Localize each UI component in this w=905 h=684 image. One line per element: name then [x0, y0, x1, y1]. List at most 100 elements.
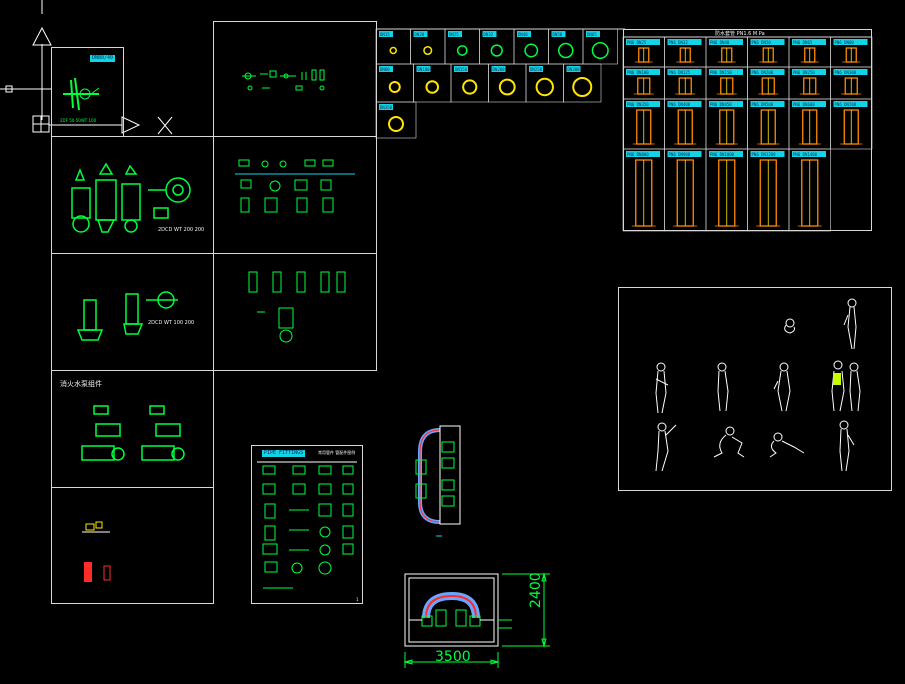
flange-tag-label: PN6 DN40: [710, 40, 730, 45]
catalog-footer: 1: [356, 597, 359, 602]
dn-tag-bg: [551, 31, 566, 37]
flange-tag-bg: [626, 69, 660, 75]
dimension-width: 3500: [435, 649, 471, 665]
flange-tag-label: PN6 DN250: [793, 70, 815, 75]
dn-tag-bg: [566, 66, 581, 72]
flange-tag-bg: [626, 39, 660, 45]
flange-tag-label: PN6 DN800: [627, 152, 649, 157]
flange-tag-bg: [750, 101, 785, 107]
dn-tag-label: DN65: [587, 32, 597, 37]
dn-tag-bg: [482, 31, 497, 37]
dn-tag-bg: [379, 104, 393, 110]
fire-pump-set-drawing: [81, 405, 185, 461]
dn-fitting-mark: [591, 41, 609, 60]
flange-tag-bg: [626, 101, 660, 107]
flange-tag-bg: [792, 69, 826, 75]
dn-fitting-mark: [490, 44, 503, 57]
flange-tag-bg: [833, 101, 868, 107]
dimension-height: 2400: [528, 572, 544, 608]
dn-fitting-mark: [388, 81, 401, 93]
flange-tag-bg: [709, 39, 743, 45]
flange-tag-bg: [750, 69, 785, 75]
flange-tag-label: PN6 DN125: [669, 70, 691, 75]
dn-tag-bg: [529, 66, 543, 72]
flange-tag-label: PN6 DN400: [669, 102, 691, 107]
dn-tag-label: DN250: [530, 67, 543, 72]
u-bend-pipe-drawing: [415, 425, 461, 537]
flange-tag-label: PN6 DN65: [793, 40, 813, 45]
dn-fitting-mark: [524, 43, 539, 58]
dn-tag-label: DN200: [493, 67, 506, 72]
dn-tag-bg: [448, 31, 462, 37]
dn-tag-bg: [413, 31, 428, 37]
dn-tag-label: DN32: [484, 32, 494, 37]
flange-tag-label: PN6 DN700: [835, 102, 857, 107]
dn-tag-label: DN300: [568, 67, 581, 72]
flange-tag-label: PN6 DN1400: [793, 152, 818, 157]
flange-tag-label: PN6 DN300: [835, 70, 857, 75]
valve-set-drawing-b: [235, 159, 355, 213]
flange-tag-label: PN6 DN1200: [752, 152, 777, 157]
dn-fitting-mark: [388, 116, 404, 132]
drawing-frame-f[interactable]: [51, 487, 214, 604]
dn-tag-label: DN80: [380, 67, 390, 72]
flange-tag-bg: [667, 151, 702, 157]
flange-tag-label: PN6 DN600: [793, 102, 815, 107]
catalog-items-drawing: [257, 461, 357, 589]
pump-panel-tag: DN80/40: [90, 55, 116, 62]
dn-tag-label: DN150: [455, 67, 468, 72]
flange-tag-label: PN6 DN200: [752, 70, 774, 75]
flange-tag-bg: [833, 69, 868, 75]
flange-tag-bg: [792, 101, 826, 107]
dn-fitting-mark: [423, 45, 433, 56]
dn-fitting-mark: [498, 78, 516, 96]
flange-tag-bg: [792, 39, 826, 45]
detail-symbols-drawing: [82, 521, 111, 582]
dn-tag-label: DN20: [415, 32, 425, 37]
dn-tag-bg: [454, 66, 468, 72]
flange-tag-bg: [750, 151, 785, 157]
flange-tag-bg: [667, 39, 702, 45]
panel-a-caption: 2DCD WT 200 200: [158, 227, 205, 233]
valve-set-drawing-d: [248, 271, 346, 343]
people-figures-frame[interactable]: [618, 287, 892, 491]
flange-tag-label: PN6 DN80: [835, 40, 855, 45]
flange-tag-label: PN6 DN350: [627, 102, 649, 107]
fittings-row-drawing: [242, 69, 325, 91]
dn-tag-bg: [517, 31, 531, 37]
people-figures-icon: [655, 298, 861, 472]
flange-tag-label: PN6 DN25: [627, 40, 647, 45]
flange-tag-label: PN6 DN450: [710, 102, 732, 107]
drawing-frame-d[interactable]: [213, 253, 377, 371]
flange-tag-bg: [709, 69, 743, 75]
dn-tag-label: DN15: [380, 32, 390, 37]
pump-panel-caption: 2DF 50-50WT 100: [60, 118, 97, 123]
dimensioned-plan-drawing: [403, 572, 550, 668]
dn-tag-bg: [379, 66, 393, 72]
dn-fitting-mark: [425, 80, 440, 94]
flange-tag-bg: [709, 151, 743, 157]
dn-fitting-mark: [456, 45, 468, 56]
flange-tag-label: PN6 DN150: [710, 70, 732, 75]
dn-tag-label: DN25: [449, 32, 459, 37]
dn-tag-bg: [491, 66, 506, 72]
dn-fitting-mark: [462, 79, 478, 95]
panel-c-title: 消火水泵组件: [60, 380, 102, 388]
flange-tag-label: PN6 DN1000: [710, 152, 735, 157]
flange-tag-bg: [709, 101, 743, 107]
dn-fitting-mark: [572, 77, 593, 97]
flange-tag-label: PN6 DN100: [627, 70, 649, 75]
flange-tag-bg: [667, 69, 702, 75]
catalog-sheet-frame[interactable]: [251, 445, 363, 604]
flange-tag-bg: [750, 39, 785, 45]
catalog-title: 常用管件 管配件图例: [318, 450, 356, 455]
catalog-header: PIPE FITTINGS: [262, 450, 306, 457]
dn-fitting-mark: [535, 77, 554, 97]
dn-tag-label: DN40: [518, 32, 528, 37]
pump-assembly-drawing-a: [71, 162, 191, 233]
pump-assembly-drawing-c: [76, 291, 178, 341]
pump-elevation-drawing: [63, 77, 100, 111]
